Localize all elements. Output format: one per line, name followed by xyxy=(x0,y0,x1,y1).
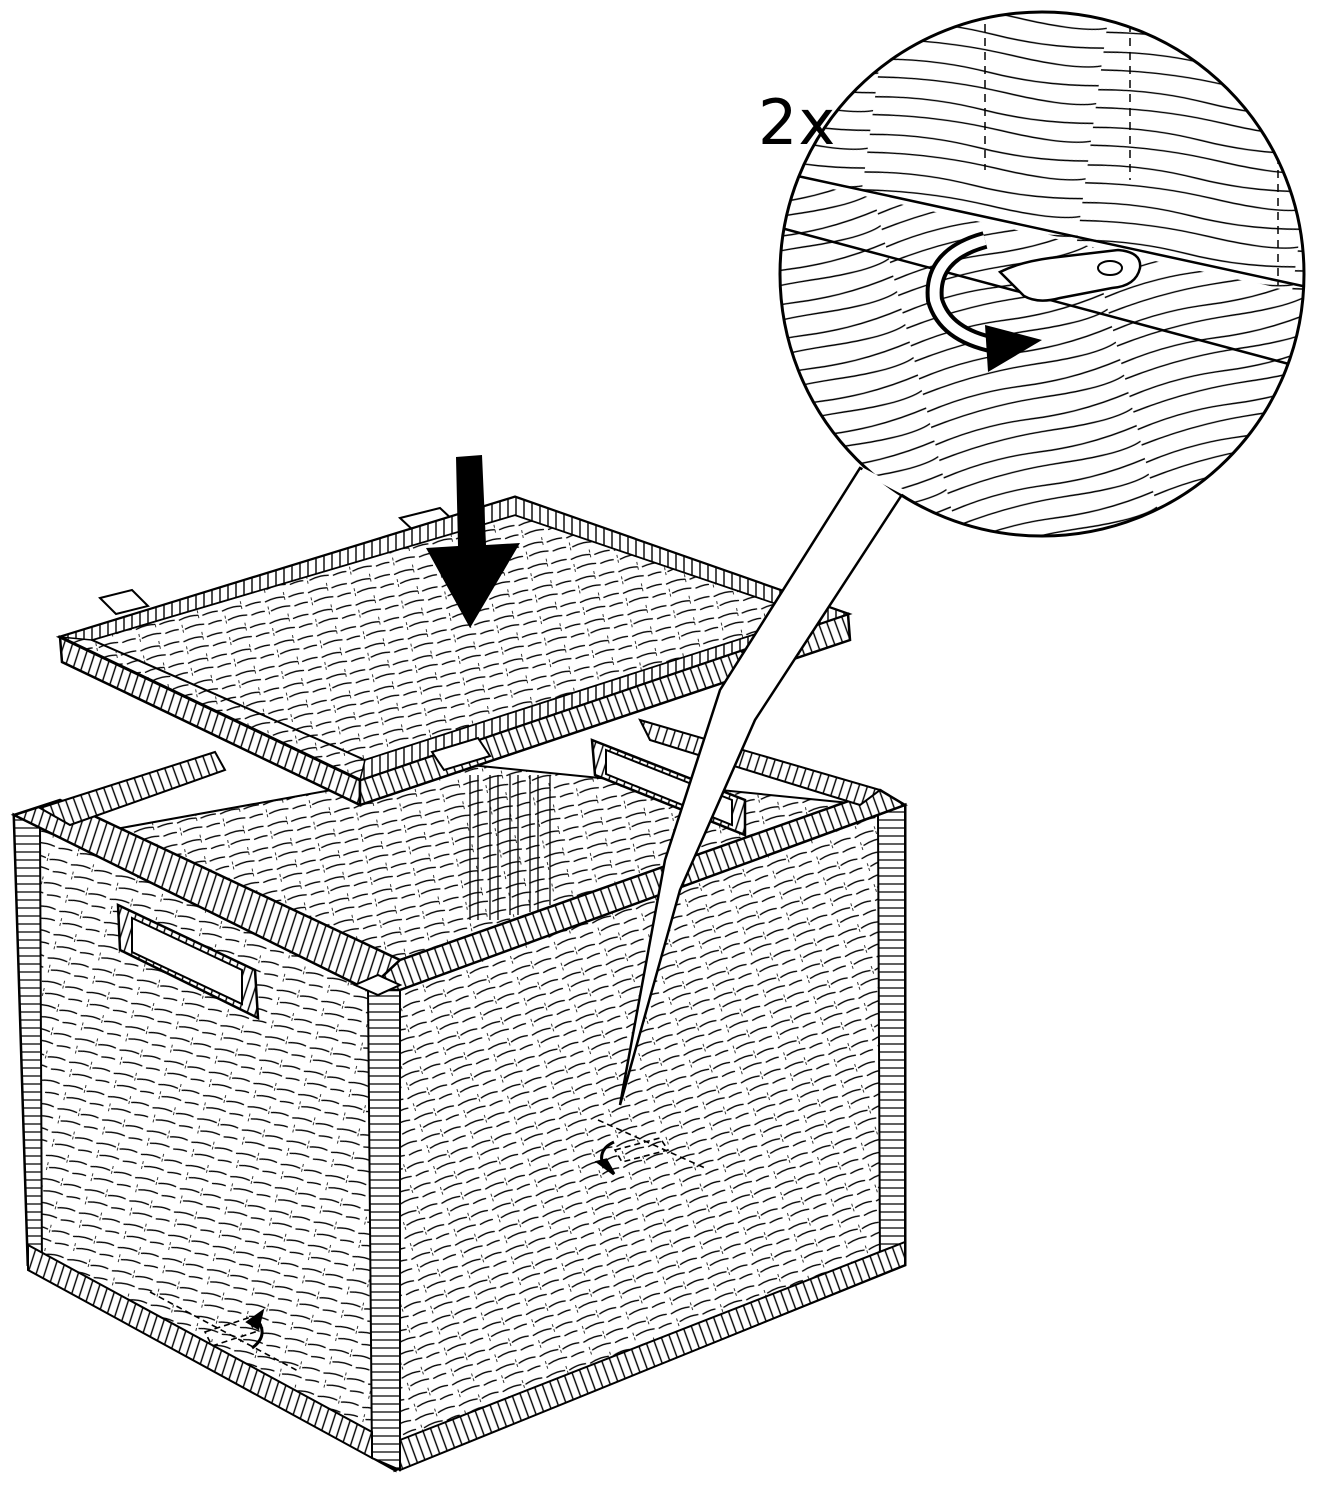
box-rim-front-right xyxy=(364,788,908,992)
box-rim-corner-cap xyxy=(352,973,403,997)
small-rotate-arrow-icon xyxy=(594,1140,616,1176)
box-left-edge-strip xyxy=(12,813,44,1277)
box-handle-left xyxy=(116,902,260,1021)
box-bottom-band-right xyxy=(399,1240,906,1472)
zoom-circle-outline xyxy=(778,10,1306,538)
box-corner-strip xyxy=(366,978,401,1472)
box-bottom-band-left xyxy=(27,1243,373,1460)
box-right-edge-strip xyxy=(876,803,906,1275)
box-lid xyxy=(55,495,853,807)
quantity-label: 2x xyxy=(758,86,837,159)
lid-tab-front xyxy=(430,736,492,772)
box-right-tab-slot xyxy=(597,1119,706,1169)
box-left-tab-slot xyxy=(149,1291,301,1373)
storage-box xyxy=(10,718,908,1473)
lid-tab-left xyxy=(98,588,150,616)
zoom-tab-hole xyxy=(1097,260,1123,276)
zoom-callout xyxy=(618,10,1306,1106)
curved-rotate-arrow-icon xyxy=(925,231,1042,372)
box-inner-center-strands xyxy=(469,775,551,920)
box-rim-back-left xyxy=(37,750,227,827)
small-rotate-arrow-icon xyxy=(245,1308,265,1350)
box-rim-back-right xyxy=(638,718,883,807)
down-arrow-icon xyxy=(426,455,520,628)
lid-rim-band xyxy=(59,496,851,782)
